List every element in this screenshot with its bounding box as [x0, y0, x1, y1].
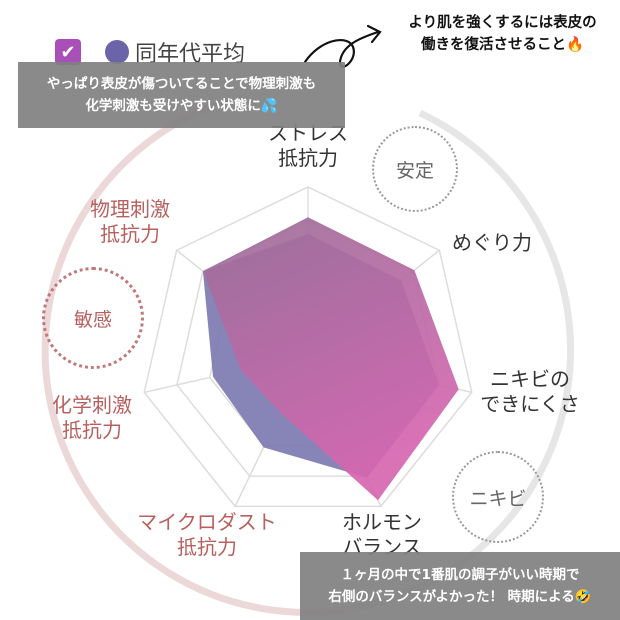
check-icon[interactable]: ✔: [55, 39, 81, 65]
caption-line: 化学刺激も受けやすい状態に💦: [85, 98, 278, 114]
series-user-area: [202, 217, 459, 501]
axis-label-stress: ストレス 抵抗力: [268, 121, 348, 170]
arrow-doodle: [303, 24, 382, 68]
outer-arc-pink: [41, 96, 361, 616]
top-caption: やっぱり表皮が傷ついてることで物理刺激も 化学刺激も受けやすい状態に💦: [18, 62, 345, 128]
average-legend-dot: [105, 40, 129, 64]
top-right-note: より肌を強くするには表皮の 働きを復活させること🔥: [385, 12, 620, 56]
bottom-caption: １ヶ月の中で1番肌の調子がいい時期で 右側のバランスがよかった！ 時期による🤣: [300, 552, 620, 620]
grid-spoke: [234, 445, 265, 507]
caption-line: １ヶ月の中で1番肌の調子がいい時期で: [340, 567, 580, 583]
note-line: 働きを復活させること🔥: [420, 37, 585, 53]
axis-label-chemical: 化学刺激 抵抗力: [52, 393, 132, 442]
stable-bubble: 安定: [372, 126, 458, 212]
sensitive-bubble: 敏感: [42, 267, 144, 369]
axis-label-circulation: めぐり力: [452, 230, 532, 255]
caption-line: 右側のバランスがよかった！ 時期による🤣: [328, 589, 592, 605]
axis-label-microdust: マイクロダスト 抵抗力: [137, 510, 277, 559]
axis-label-physical: 物理刺激 抵抗力: [90, 197, 170, 246]
grid-spoke: [144, 376, 210, 394]
axis-label-acne-resistance: ニキビの できにくさ: [480, 367, 580, 416]
acne-bubble: ニキビ: [452, 451, 544, 543]
grid-ring: [143, 186, 473, 508]
caption-line: やっぱり表皮が傷ついてることで物理刺激も: [46, 76, 317, 92]
note-line: より肌を強くするには表皮の: [408, 15, 597, 31]
